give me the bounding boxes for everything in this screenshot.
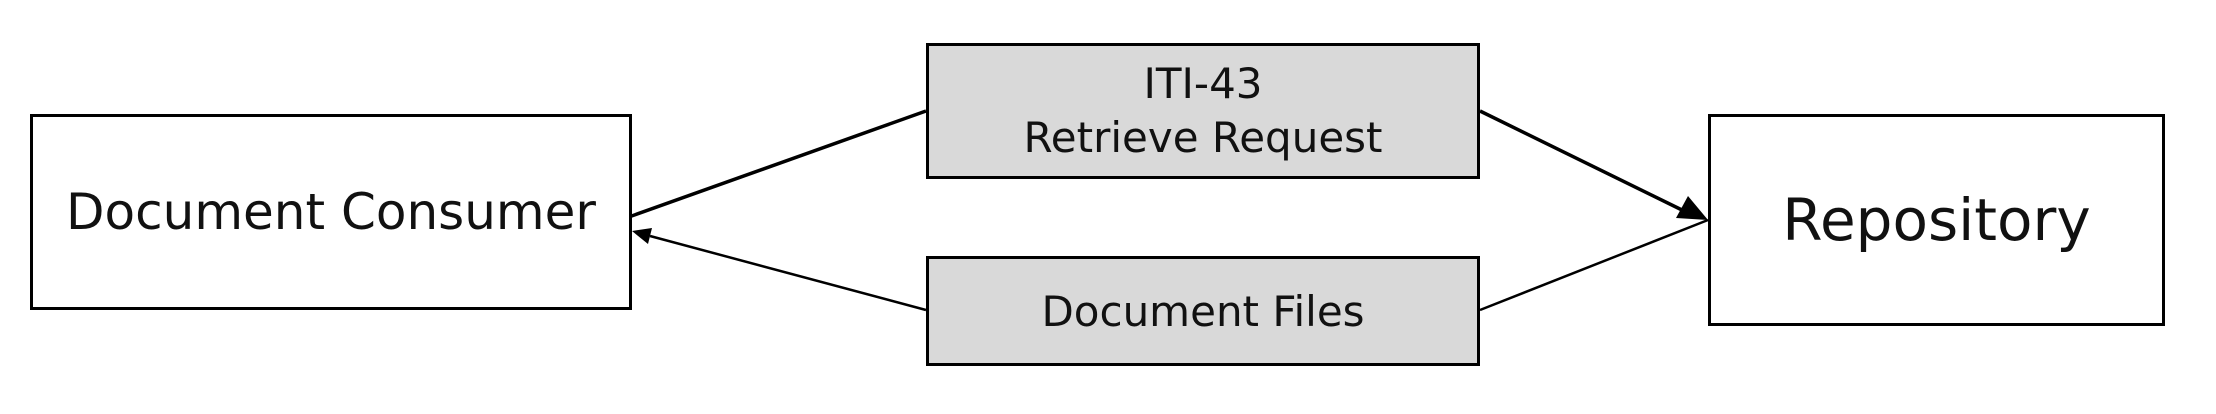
request-line-right (1479, 109, 1683, 212)
repository-label: Repository (1782, 186, 2091, 254)
request-line-left (625, 109, 927, 220)
repository-node: Repository (1708, 114, 2165, 326)
document-consumer-label: Document Consumer (66, 183, 596, 241)
document-files-message: Document Files (926, 256, 1480, 366)
request-arrowhead (1676, 196, 1708, 220)
retrieve-request-message: ITI-43 Retrieve Request (926, 43, 1480, 179)
transaction-code: ITI-43 (1143, 59, 1263, 109)
files-line-left (649, 234, 927, 312)
retrieve-request-label: Retrieve Request (1023, 113, 1383, 162)
files-line-right (1479, 218, 1709, 312)
files-arrowhead (632, 228, 652, 244)
document-files-label: Document Files (1041, 286, 1365, 336)
document-consumer-node: Document Consumer (30, 114, 632, 310)
